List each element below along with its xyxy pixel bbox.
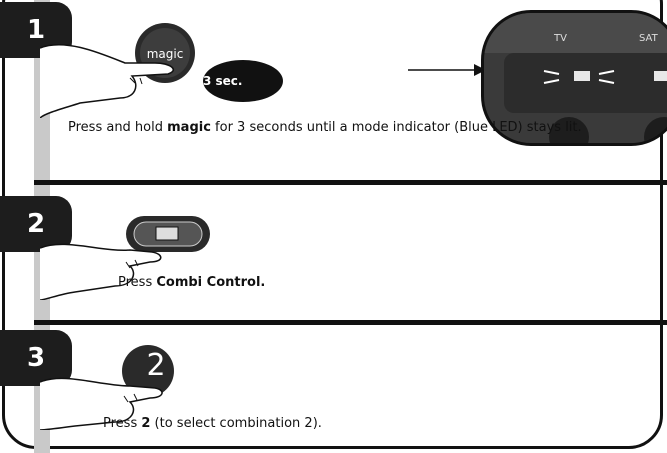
step-1-number: 1 xyxy=(26,15,46,45)
tv-mode-label: TV xyxy=(554,33,567,44)
divider-1 xyxy=(34,180,667,185)
step-3-badge: 3 xyxy=(0,330,72,386)
step-2-number: 2 xyxy=(26,209,46,239)
number-2-button-icon xyxy=(122,345,174,397)
step-3-number: 3 xyxy=(26,343,46,373)
hand-icon xyxy=(40,243,162,300)
led-glow-icon xyxy=(543,70,615,84)
step-1-illustration: magic xyxy=(40,23,283,118)
step-3-illustration xyxy=(40,345,174,430)
hand-icon xyxy=(40,377,163,430)
step-1-caption: Press and hold magic for 3 seconds until… xyxy=(68,120,582,135)
sat-mode-label: SAT xyxy=(639,33,658,44)
arrow-right-icon xyxy=(408,64,486,76)
step-2-badge: 2 xyxy=(0,196,72,252)
step-2-illustration xyxy=(40,216,210,300)
number-2-button-label: 2 xyxy=(146,348,166,383)
step-3-caption: Press 2 (to select combination 2). xyxy=(103,416,322,431)
step-2-caption: Press Combi Control. xyxy=(118,275,266,290)
tv-led-icon xyxy=(574,71,590,81)
magic-button-label: magic xyxy=(147,47,184,61)
hold-duration-label: 3 sec. xyxy=(203,74,243,88)
divider-2 xyxy=(34,320,667,325)
led-inset: TV SAT xyxy=(481,10,667,146)
hand-icon xyxy=(40,44,174,118)
sat-led-icon xyxy=(654,71,667,81)
callout-bubble-icon xyxy=(203,60,283,102)
